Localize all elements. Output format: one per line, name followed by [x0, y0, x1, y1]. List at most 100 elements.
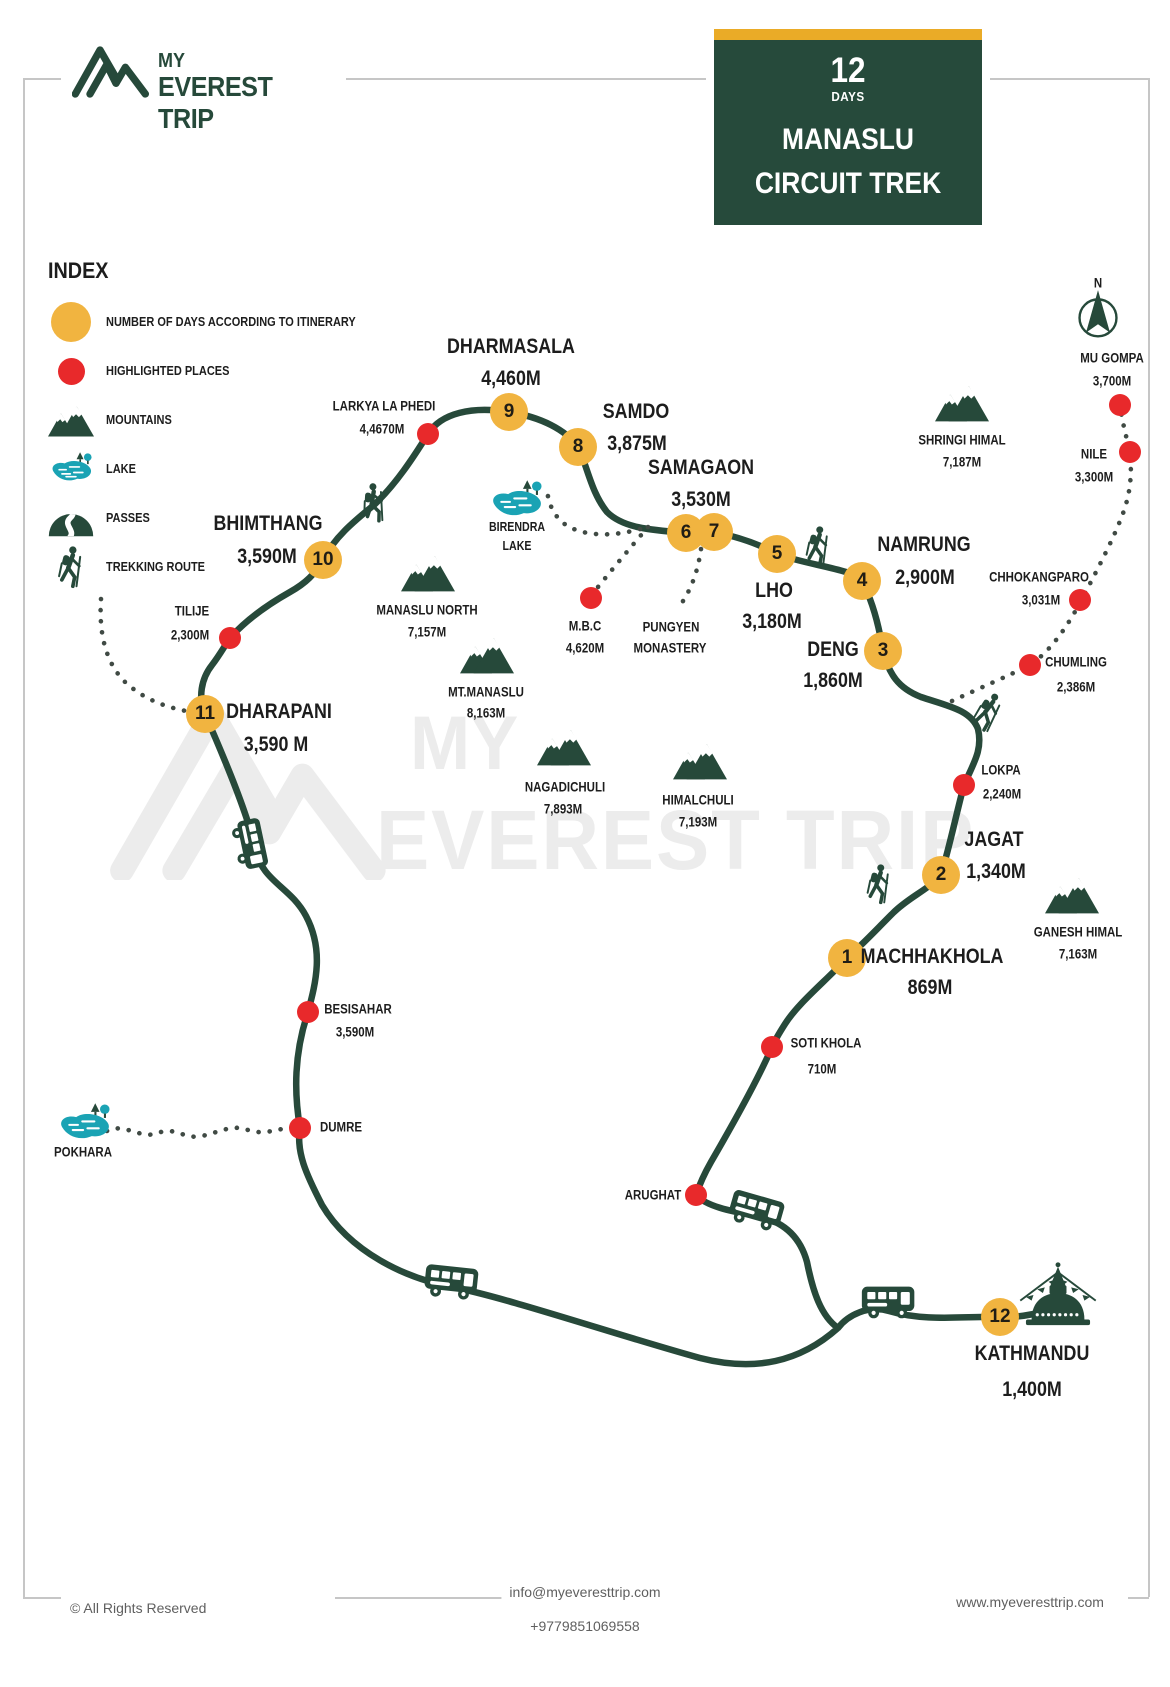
legend-row-days: NUMBER OF DAYS ACCORDING TO ITINERARY — [48, 302, 390, 342]
stop-altitude-label: 3,530M — [671, 488, 731, 511]
compass-icon — [1074, 288, 1122, 344]
frame-bottom-left-stub — [23, 1597, 61, 1599]
hiker-icon — [802, 525, 834, 567]
place-altitude-label: 3,031M — [1021, 592, 1061, 608]
legend-label: LAKE — [106, 462, 136, 476]
frame-bottom-right-stub — [1128, 1597, 1149, 1599]
legend-row-lake: LAKE — [48, 449, 390, 489]
legend: INDEX NUMBER OF DAYS ACCORDING TO ITINER… — [48, 258, 390, 596]
highlighted-place-dot — [1119, 441, 1141, 463]
place-name-label: CHUMLING — [1045, 654, 1107, 670]
footer-website[interactable]: www.myeveresttrip.com — [948, 1592, 1112, 1612]
footer-email[interactable]: info@myeveresttrip.com — [501, 1582, 669, 1602]
stop-altitude-label: 869M — [907, 976, 953, 999]
stop-name-label: SAMAGAON — [647, 456, 755, 479]
place-name-label: TILIJE — [174, 603, 210, 619]
birendra-lake-label-line1: BIRENDRA — [488, 520, 546, 534]
stop-name-label: DENG — [807, 638, 859, 661]
stop-altitude-label: 2,900M — [895, 566, 955, 589]
frame-left-border — [23, 78, 25, 1597]
highlighted-place-dot — [685, 1184, 707, 1206]
highlighted-place-dot — [1109, 394, 1131, 416]
place-name-label: BESISAHAR — [324, 1001, 392, 1017]
watermark-text-my: MY — [410, 701, 519, 786]
day-marker-8: 8 — [559, 428, 597, 466]
day-marker-4: 4 — [843, 562, 881, 600]
place-name-label: LOKPA — [981, 762, 1021, 778]
title-gold-stripe — [714, 29, 982, 40]
mountain-icon — [673, 741, 727, 780]
bus-icon — [421, 1260, 483, 1304]
day-marker-2: 2 — [922, 856, 960, 894]
side-trail-mbc — [591, 524, 651, 595]
watermark-text-everest-trip: EVEREST TRIP — [376, 793, 976, 887]
compass-north-label: N — [1093, 275, 1103, 291]
pungyen-monastery-label-line2: MONASTERY — [633, 640, 707, 656]
stop-name-label: KATHMANDU — [974, 1342, 1090, 1365]
place-name-label: ARUGHAT — [624, 1187, 682, 1203]
trek-title-box: 12 DAYS MANASLU CIRCUIT TREK — [714, 29, 982, 225]
mountain-name-label: NAGADICHULI — [524, 779, 606, 795]
stop-name-label: NAMRUNG — [877, 533, 971, 556]
passes-icon — [48, 498, 94, 538]
legend-row-mountains: MOUNTAINS — [48, 400, 390, 440]
mountain-icon — [935, 383, 989, 422]
stop-altitude-label: 1,340M — [966, 860, 1026, 883]
red-dot-icon — [48, 357, 94, 385]
stop-name-label: BHIMTHANG — [213, 512, 323, 535]
frame-top-segment — [346, 78, 706, 80]
legend-label: NUMBER OF DAYS ACCORDING TO ITINERARY — [106, 315, 356, 329]
bus-icon — [860, 1283, 918, 1321]
mountain-name-label: SHRINGI HIMAL — [918, 432, 1006, 448]
mountain-icon — [460, 635, 514, 674]
legend-row-places: HIGHLIGHTED PLACES — [48, 351, 390, 391]
footer-phone[interactable]: +9779851069558 — [522, 1616, 648, 1636]
hiker-icon — [48, 545, 94, 589]
stop-name-label: SAMDO — [602, 400, 670, 423]
birendra-lake-icon — [487, 479, 545, 524]
highlighted-place-dot — [289, 1117, 311, 1139]
mountain-altitude-label: 7,157M — [407, 624, 447, 640]
logo-text: MY EVEREST TRIP — [158, 50, 285, 135]
place-name-label: LARKYA LA PHEDI — [332, 398, 436, 414]
day-marker-9: 9 — [490, 393, 528, 431]
place-altitude-label: 710M — [807, 1061, 837, 1077]
birendra-lake-label-line2: LAKE — [502, 539, 532, 553]
hiker-icon — [863, 863, 895, 905]
legend-label: PASSES — [106, 511, 150, 525]
highlighted-place-dot — [219, 627, 241, 649]
days-number: 12 — [830, 51, 866, 90]
stop-altitude-label: 3,590 M — [243, 733, 309, 756]
mountain-altitude-label: 7,893M — [543, 801, 583, 817]
mountain-name-label: MT.MANASLU — [448, 684, 524, 700]
stop-altitude-label: 1,400M — [1002, 1378, 1062, 1401]
lake-icon — [48, 445, 94, 493]
side-trail-birendra — [544, 483, 643, 537]
place-altitude-label: 4,4670M — [359, 421, 405, 437]
legend-heading: INDEX — [48, 258, 109, 283]
legend-label: MOUNTAINS — [106, 413, 172, 427]
day-marker-5: 5 — [758, 535, 796, 573]
mountain-altitude-label: 7,187M — [942, 454, 982, 470]
logo-line1: MY — [158, 50, 185, 72]
pokhara-lake-icon — [55, 1102, 113, 1147]
stop-name-label: LHO — [755, 579, 793, 602]
side-trail-west-dharapani — [98, 596, 200, 716]
side-trail-pokhara-dumre — [104, 1125, 290, 1140]
highlighted-place-dot — [297, 1001, 319, 1023]
side-trail-pungyen — [676, 546, 704, 610]
frame-top-right-segment — [990, 78, 1149, 80]
days-word: DAYS — [831, 89, 865, 104]
mountain-altitude-label: 7,163M — [1058, 946, 1098, 962]
highlighted-place-dot — [417, 423, 439, 445]
kathmandu-stupa-icon — [1012, 1261, 1104, 1327]
stop-altitude-label: 4,460M — [481, 367, 541, 390]
stop-name-label: DHARAPANI — [226, 700, 332, 723]
mountain-name-label: GANESH HIMAL — [1033, 924, 1123, 940]
pungyen-monastery-label-line1: PUNGYEN — [642, 619, 700, 635]
logo-line2: EVEREST TRIP — [158, 71, 273, 134]
trek-title-line2: CIRCUIT TREK — [754, 167, 942, 200]
highlighted-place-dot — [953, 774, 975, 796]
mountain-icon — [537, 727, 591, 766]
